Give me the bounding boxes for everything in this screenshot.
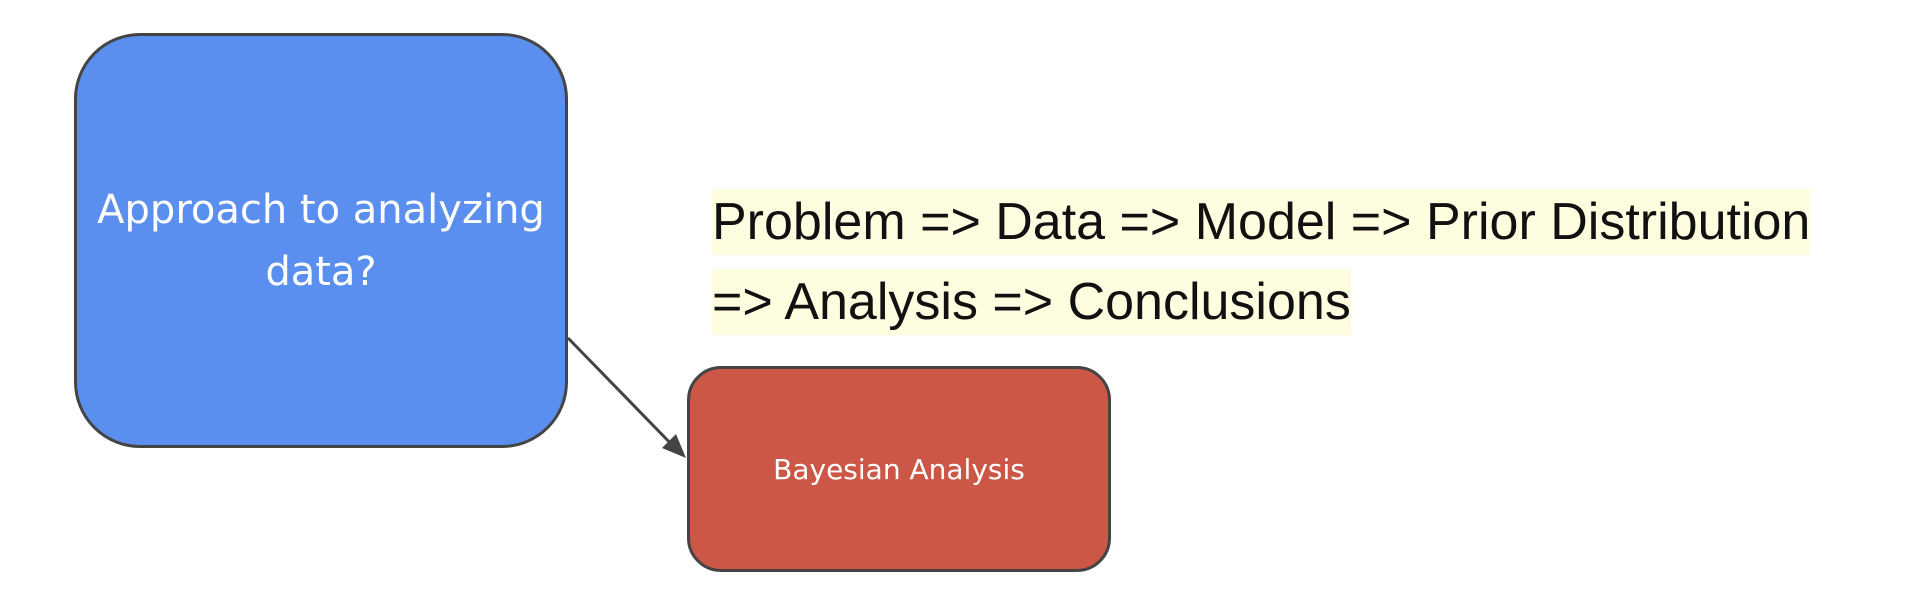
node-approach[interactable]: Approach to analyzing data? bbox=[74, 33, 568, 448]
process-note: Problem => Data => Model => Prior Distri… bbox=[712, 182, 1920, 342]
node-bayesian-label: Bayesian Analysis bbox=[773, 452, 1025, 486]
edge-line bbox=[566, 336, 682, 455]
process-note-line-2: => Analysis => Conclusions bbox=[712, 269, 1351, 335]
process-note-line-1: Problem => Data => Model => Prior Distri… bbox=[712, 189, 1811, 255]
node-approach-label: Approach to analyzing data? bbox=[97, 186, 545, 295]
arrowhead-icon bbox=[662, 434, 686, 458]
node-bayesian-analysis[interactable]: Bayesian Analysis bbox=[687, 366, 1111, 572]
